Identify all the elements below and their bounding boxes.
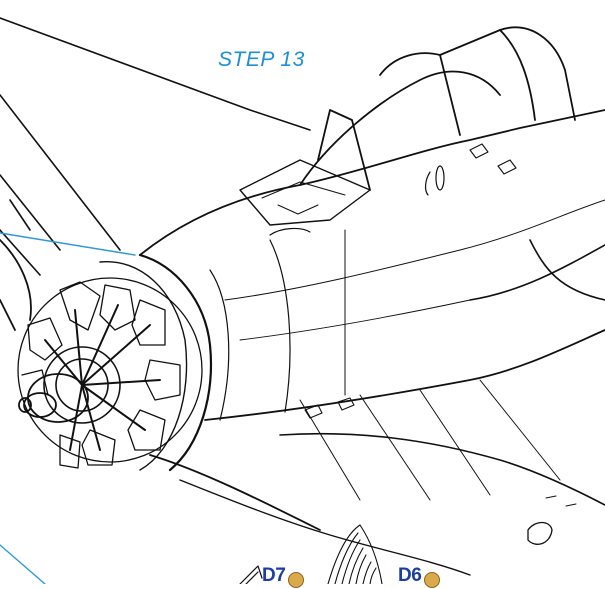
part-d6-sketch: [327, 524, 383, 585]
part-label-d6: D6: [398, 565, 422, 586]
canopy: [239, 26, 576, 226]
upper-wing: [0, 17, 311, 276]
callout-lines: [0, 232, 136, 585]
right-wing: [179, 143, 605, 576]
lower-wing: [0, 239, 321, 531]
part-badge-d7-icon: [288, 572, 304, 588]
push-rods: [44, 304, 161, 451]
radial-engine: [17, 277, 203, 469]
part-label-d7: D7: [262, 565, 286, 586]
part-d7-sketch: [239, 565, 263, 585]
cowling: [99, 253, 212, 472]
cylinders: [21, 281, 181, 469]
step-title: STEP 13: [218, 48, 305, 71]
part-badge-d6-icon: [424, 572, 440, 588]
